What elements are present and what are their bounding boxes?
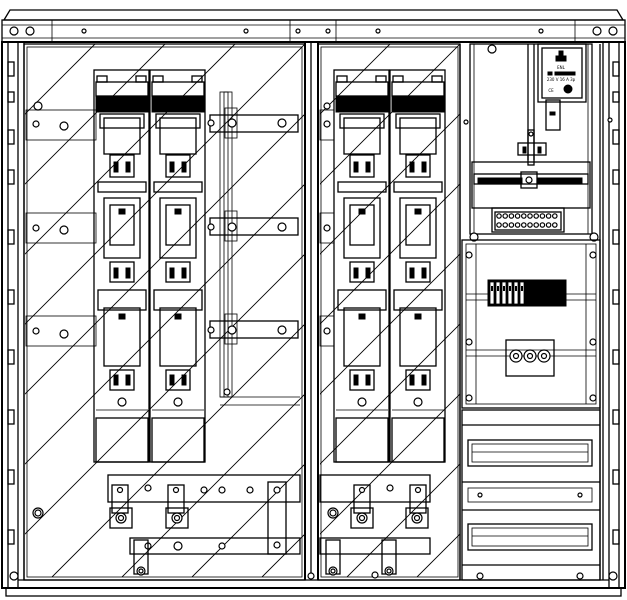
busbar-middle <box>319 474 431 579</box>
terminal-screw <box>508 213 515 219</box>
terminal-screw <box>502 213 509 219</box>
hatch-line <box>51 324 304 577</box>
terminal-screw <box>508 222 515 228</box>
breaker-pole <box>495 281 501 305</box>
hatch-line <box>320 113 460 255</box>
hatch-line <box>25 44 236 255</box>
terminal-screw <box>496 222 502 228</box>
hatch-line <box>416 533 460 577</box>
blanking-panels <box>461 409 601 581</box>
top-lid <box>1 9 626 43</box>
hatch-line <box>25 254 304 535</box>
fuse-switch-2 <box>149 69 206 463</box>
hatch-line <box>121 394 304 577</box>
breaker-toggle <box>491 286 493 291</box>
breaker-toggle <box>497 286 499 291</box>
meter-box: ENL 230 V 16 A 3p CE <box>463 43 613 242</box>
breaker-toggle <box>515 286 517 291</box>
terminal-screw <box>545 213 552 219</box>
hatch-line <box>346 463 460 577</box>
hatch-line <box>25 44 26 45</box>
hatch-line <box>320 393 460 535</box>
fuse-switch-4 <box>389 69 446 463</box>
hatch-line <box>320 44 460 185</box>
terminal-screw <box>520 213 527 219</box>
breaker-toggle <box>509 286 511 291</box>
breaker-panel <box>461 239 601 409</box>
terminal-screw <box>502 222 509 228</box>
side-clips-left <box>7 61 15 545</box>
side-clips-right <box>612 61 620 545</box>
breaker-pole <box>507 281 513 305</box>
terminal-block <box>496 213 558 228</box>
terminal-screw <box>533 222 540 228</box>
left-compartment <box>23 43 306 581</box>
ce-mark: CE <box>548 88 554 93</box>
terminal-screw <box>539 213 546 219</box>
breaker-pole <box>513 281 519 305</box>
hatch-line <box>25 44 304 325</box>
fuse-switch-1 <box>93 69 150 463</box>
terminal-screw <box>527 213 533 219</box>
cabinet-frame <box>1 41 626 597</box>
socket-label-1: ENL <box>557 65 566 70</box>
hatch-line <box>25 44 96 115</box>
breaker-pole <box>501 281 507 305</box>
terminal-screw <box>551 213 558 219</box>
breaker-toggle <box>521 286 523 291</box>
right-compartment: ENL 230 V 16 A 3p CE <box>459 43 613 581</box>
terminal-screw <box>514 213 521 219</box>
terminal-screw <box>520 222 527 228</box>
breaker-pole <box>519 281 525 305</box>
terminal-screw <box>527 222 533 228</box>
hatch-line <box>25 44 166 185</box>
terminal-screw <box>551 222 558 228</box>
terminal-screw <box>545 222 552 228</box>
socket-label-2: 230 V 16 A 3p <box>547 77 576 82</box>
terminal-screw <box>514 222 521 228</box>
fuse-switch-3 <box>333 69 390 463</box>
middle-compartment <box>317 43 461 581</box>
busbar-left <box>107 474 301 576</box>
breaker-toggle <box>503 286 505 291</box>
terminal-screw <box>539 222 546 228</box>
din-breakers <box>489 281 525 305</box>
terminal-screw <box>533 213 540 219</box>
breaker-pole <box>489 281 495 305</box>
terminal-screw <box>496 213 502 219</box>
hatch-line <box>191 464 304 577</box>
